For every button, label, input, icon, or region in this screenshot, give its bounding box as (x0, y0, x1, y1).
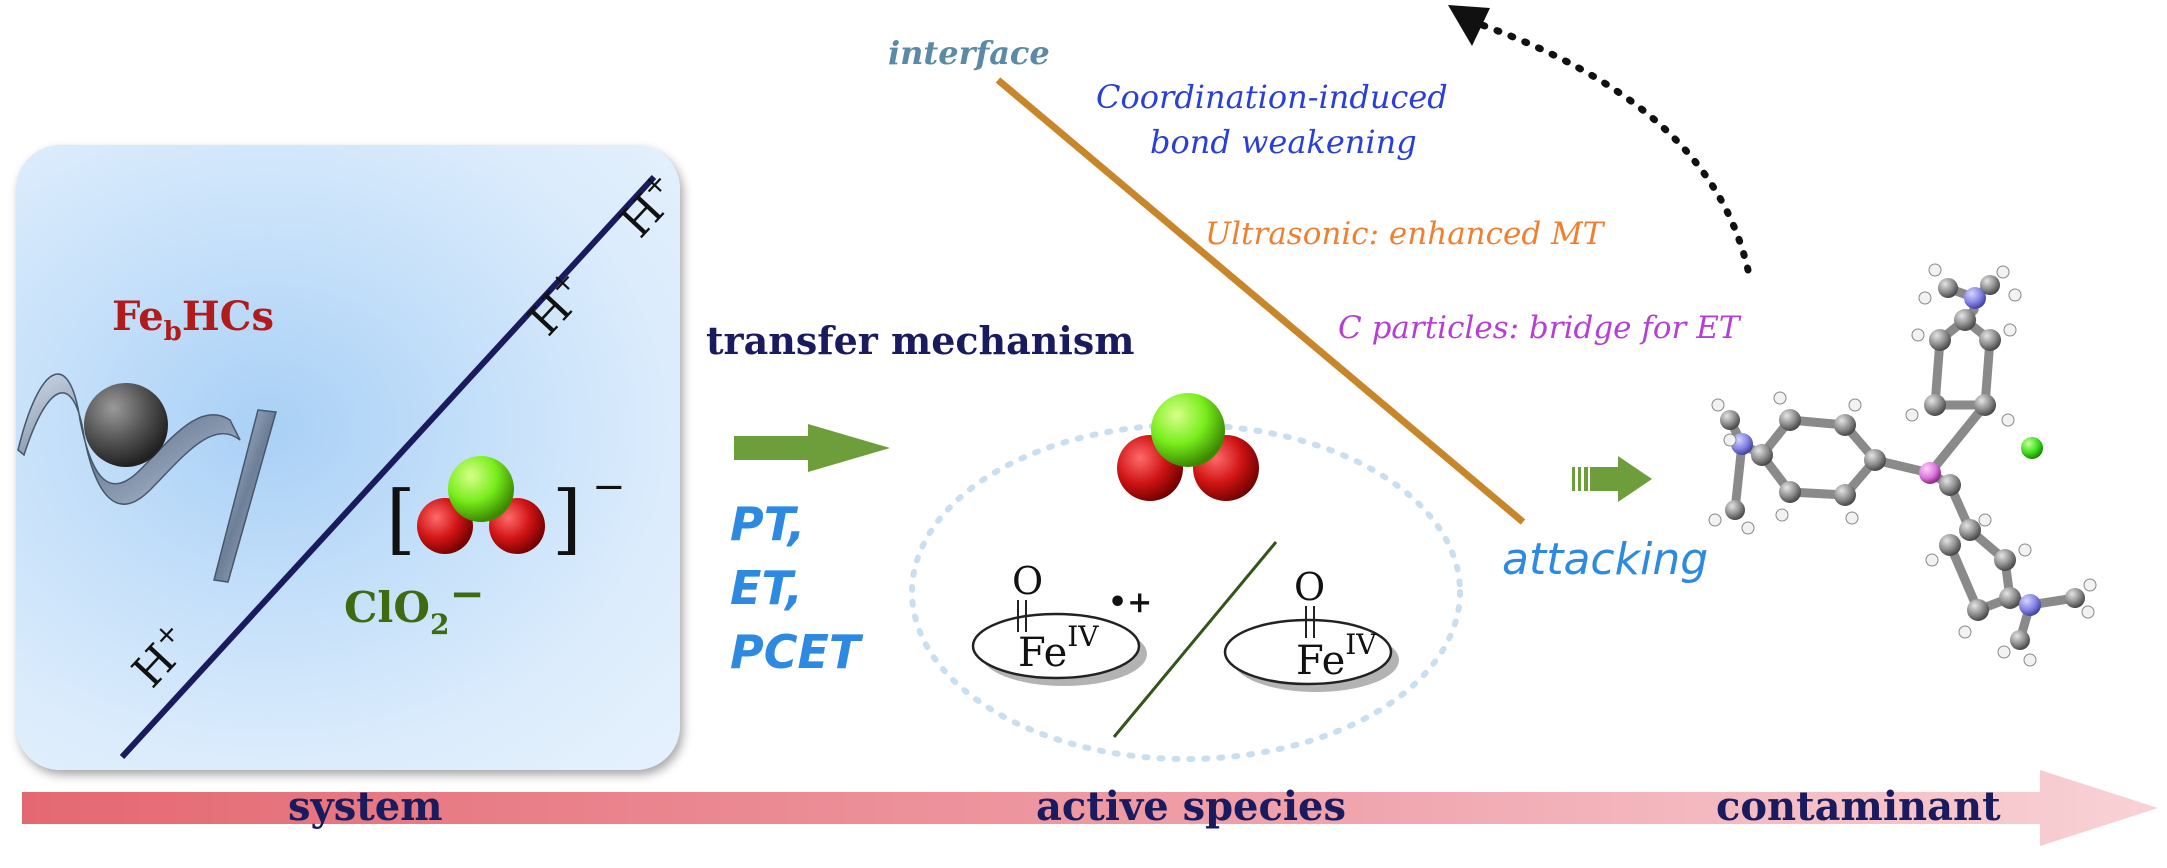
chlorite-label: ClO2− (344, 569, 485, 641)
interface-membrane-line (119, 174, 657, 760)
fe-iv-label-1: FeIV (1018, 620, 1099, 676)
interface-line (995, 77, 1526, 525)
attacking-label: attacking (1502, 534, 1708, 585)
proton-label-2: H+ (516, 263, 598, 346)
axis-label-contaminant: contaminant (1716, 783, 2001, 830)
axis-label-active-species: active species (1036, 783, 1346, 830)
ion-charge: − (592, 464, 626, 510)
interface-note-coordination: Coordination-induced (1096, 78, 1448, 116)
chlorite-molecule-panel (417, 456, 545, 554)
transfer-mechanism-title: transfer mechanism (706, 318, 1134, 363)
mechanism-item-pt: PT, (730, 497, 805, 551)
ion-bracket-right: ] (552, 474, 582, 563)
transfer-arrow (734, 424, 890, 472)
fe-iv-label-2: FeIV (1296, 628, 1377, 684)
proton-label-3: H+ (608, 165, 690, 248)
fe-iv-oxo-radical (971, 600, 1147, 686)
active-species-region (909, 422, 1463, 762)
catalyst-particle (84, 383, 168, 467)
recycle-dotted-arrow (1448, 5, 1752, 274)
mechanism-item-pcet: PCET (730, 625, 864, 679)
oxo-oxygen-label-2: O (1294, 565, 1325, 609)
catalyst-label: FebHCs (112, 293, 274, 347)
oxo-oxygen-label-1: O (1012, 559, 1043, 603)
bottom-axis-arrow (22, 770, 2158, 846)
species-separator (1112, 541, 1278, 738)
mechanism-item-et: ET, (730, 561, 803, 615)
interface-note-bond: bond weakening (1150, 123, 1417, 161)
ion-bracket-left: [ (386, 474, 416, 563)
chlorine-dioxide-molecule (1117, 393, 1259, 501)
interface-note-ultrasonic: Ultrasonic: enhanced MT (1205, 216, 1606, 252)
attack-arrow (1572, 456, 1652, 502)
catalyst-ribbon (17, 373, 277, 583)
radical-cation-label: •+ (1108, 585, 1152, 620)
axis-label-system: system (288, 783, 443, 830)
interface-label: interface (888, 34, 1050, 72)
interface-note-carbon: C particles: bridge for ET (1338, 310, 1742, 346)
fe-iv-oxo (1223, 606, 1399, 692)
contaminant-atoms (1708, 263, 2097, 667)
contaminant-molecule (1725, 280, 2080, 645)
